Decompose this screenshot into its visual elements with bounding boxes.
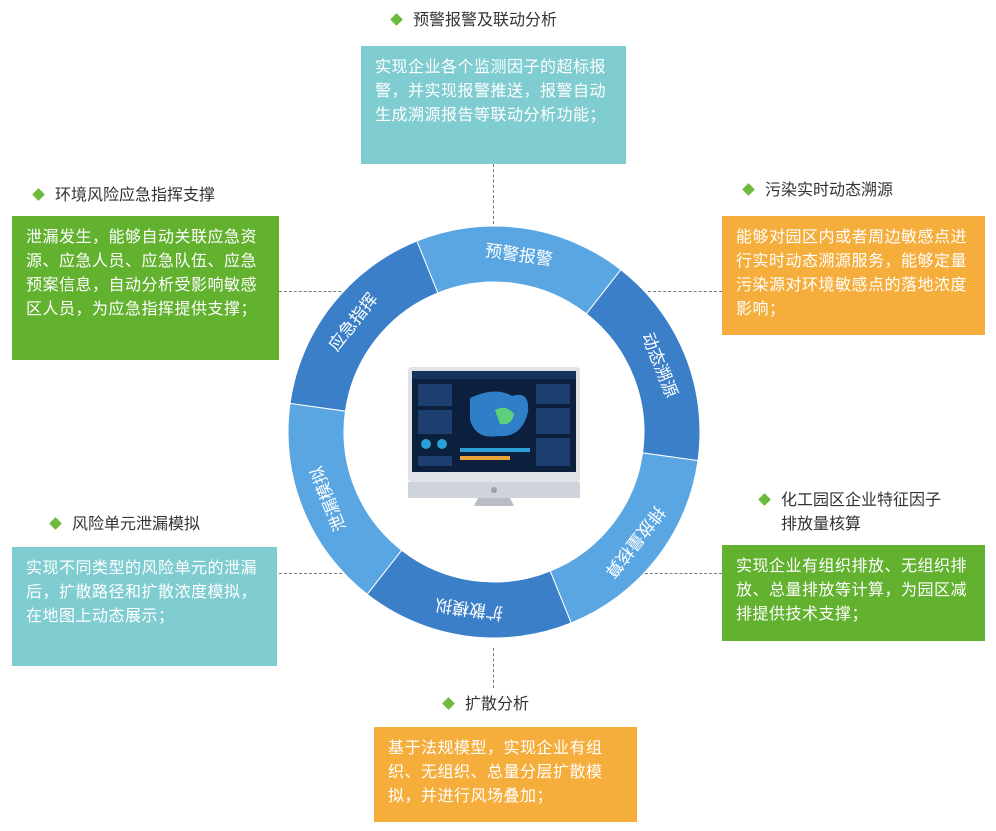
diamond-icon: [742, 183, 755, 196]
title-trace: 污染实时动态溯源: [740, 178, 893, 202]
title-leak: 风险单元泄漏模拟: [47, 512, 200, 536]
box-diffusion: 基于法规模型，实现企业有组织、无组织、总量分层扩散模拟，并进行风场叠加；: [374, 727, 637, 822]
diamond-icon: [442, 697, 455, 710]
title-emergency: 环境风险应急指挥支撑: [30, 183, 215, 207]
title-warning: 预警报警及联动分析: [388, 8, 557, 32]
connector-right-bottom: [640, 573, 722, 574]
box-warning: 实现企业各个监测因子的超标报警，并实现报警推送，报警自动生成溯源报告等联动分析功…: [361, 46, 626, 164]
box-leak: 实现不同类型的风险单元的泄漏后，扩散路径和扩散浓度模拟，在地图上动态展示；: [12, 547, 277, 666]
diamond-icon: [32, 188, 45, 201]
computer-monitor-icon: [408, 367, 580, 506]
box-trace: 能够对园区内或者周边敏感点进行实时动态溯源服务，能够定量污染源对环境敏感点的落地…: [722, 216, 985, 335]
diamond-icon: [49, 517, 62, 530]
diamond-icon: [390, 13, 403, 26]
connector-right-top: [648, 291, 722, 292]
connector-left-top: [279, 291, 361, 292]
box-emergency: 泄漏发生，能够自动关联应急资源、应急人员、应急队伍、应急预案信息，自动分析受影响…: [12, 216, 279, 360]
connector-left-bottom: [279, 573, 347, 574]
box-emission: 实现企业有组织排放、无组织排放、总量排放等计算，为园区减排提供技术支撑；: [722, 545, 985, 641]
title-diffusion: 扩散分析: [440, 692, 529, 716]
connector-top: [493, 164, 494, 224]
diamond-icon: [758, 493, 771, 506]
title-emission: 化工园区企业特征因子 排放量核算: [756, 488, 941, 536]
connector-bottom: [493, 648, 494, 688]
